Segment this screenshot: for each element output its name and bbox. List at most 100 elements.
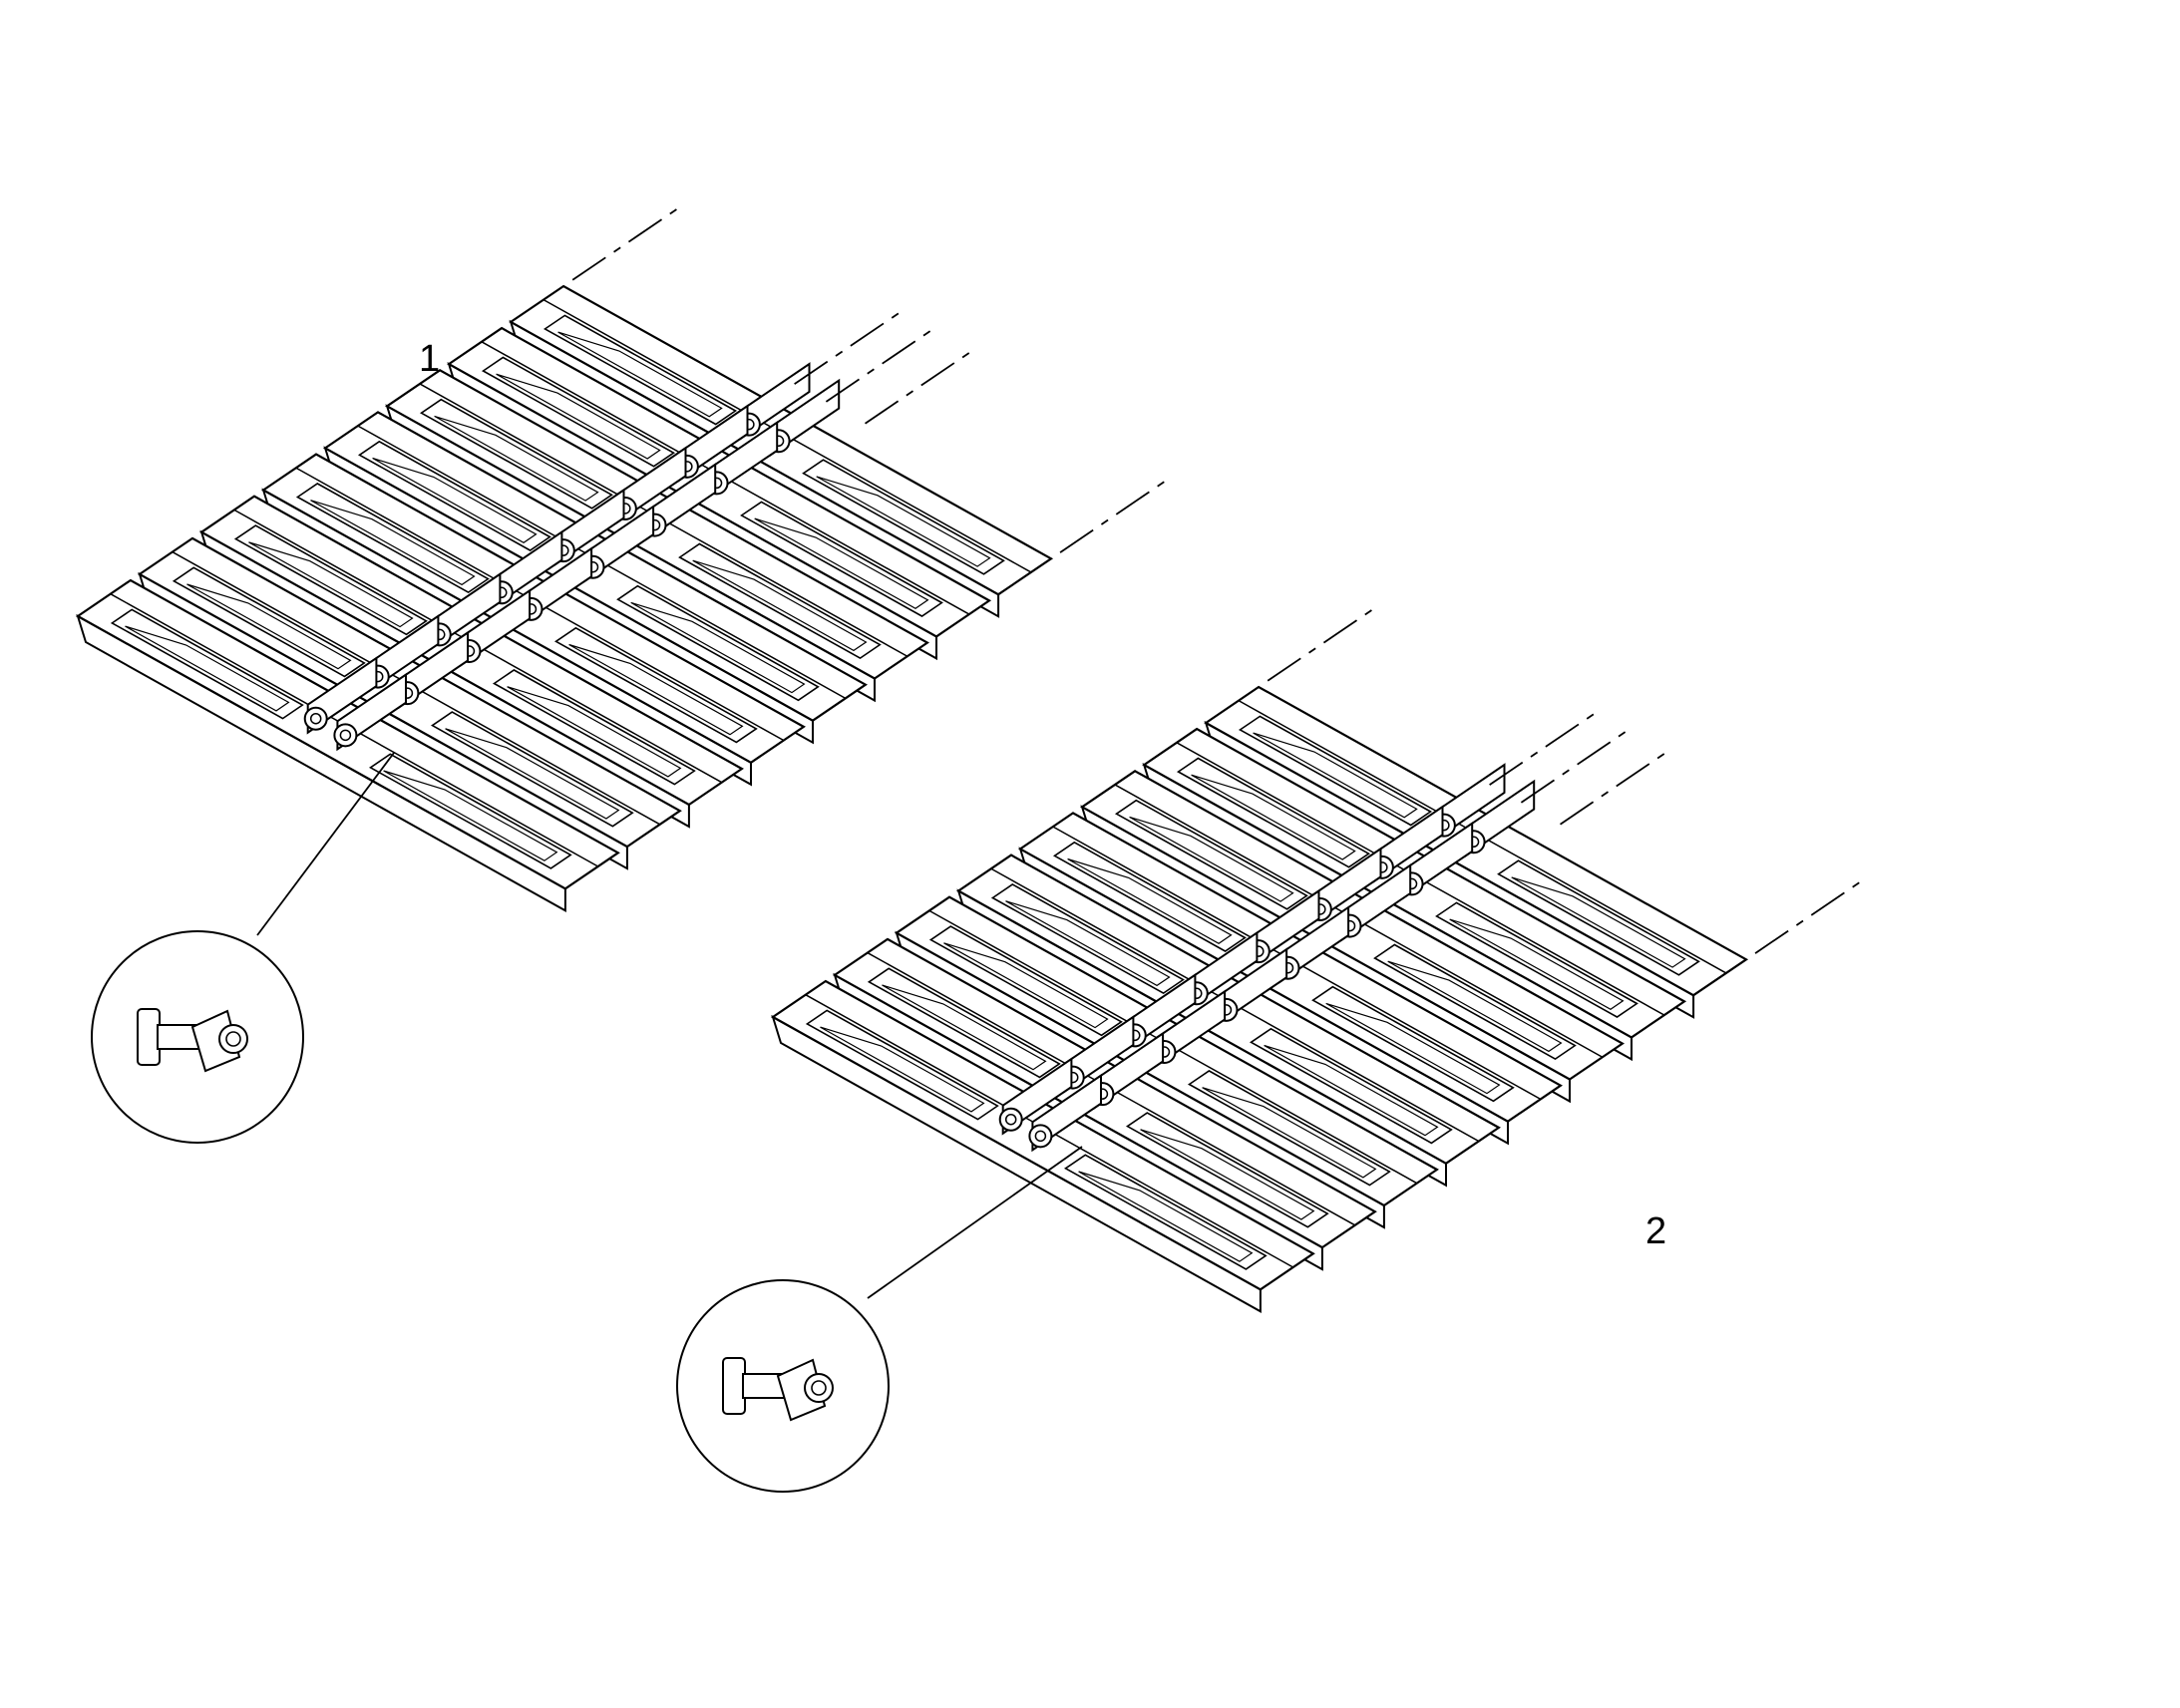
detail-view-2 bbox=[676, 1146, 1083, 1493]
pocket-right bbox=[1063, 1154, 1268, 1270]
pocket-left-inner bbox=[125, 625, 290, 712]
pocket-right bbox=[1435, 901, 1638, 1018]
pocket-left bbox=[172, 566, 366, 678]
pocket-right-inner bbox=[1264, 1044, 1439, 1137]
pocket-right-inner bbox=[507, 686, 682, 778]
pocket-right bbox=[430, 711, 634, 828]
continuation-line bbox=[1520, 729, 1630, 804]
pocket-left bbox=[110, 608, 304, 720]
pocket-right-inner bbox=[1449, 918, 1625, 1011]
continuation-line bbox=[825, 328, 934, 403]
pin bbox=[1034, 1130, 1047, 1143]
chain-link bbox=[1246, 888, 1350, 984]
pocket-left-inner bbox=[882, 984, 1047, 1071]
continuation-line bbox=[1560, 750, 1668, 826]
pocket-right bbox=[1125, 1112, 1329, 1228]
pocket-left bbox=[419, 398, 613, 510]
pocket-left-inner bbox=[496, 373, 661, 460]
pocket-right-inner bbox=[1325, 1002, 1501, 1095]
pin-boss bbox=[333, 723, 358, 748]
pocket-left-inner bbox=[1129, 816, 1294, 902]
pocket-left-inner bbox=[1191, 774, 1356, 860]
pocket-right bbox=[616, 584, 820, 702]
pocket-right-inner bbox=[383, 770, 558, 861]
pocket-left-inner bbox=[248, 541, 414, 628]
pocket-right bbox=[553, 626, 758, 744]
continuation-line bbox=[1489, 711, 1598, 786]
pocket-left bbox=[1238, 715, 1433, 827]
pocket-left-inner bbox=[434, 415, 599, 502]
pocket-right-inner bbox=[1202, 1087, 1377, 1179]
pin-boss bbox=[303, 706, 328, 731]
pocket-left-inner bbox=[186, 583, 352, 670]
callout-label-2: 2 bbox=[1645, 1210, 1666, 1252]
leader-line bbox=[867, 1146, 1083, 1299]
continuation-line bbox=[571, 205, 681, 281]
chain bbox=[303, 362, 841, 752]
pocket-left bbox=[1052, 841, 1247, 952]
pocket-right bbox=[1187, 1070, 1391, 1187]
detail-view-1 bbox=[91, 752, 395, 1144]
pocket-left bbox=[357, 440, 551, 551]
bolt-head bbox=[722, 1357, 746, 1415]
pocket-left bbox=[481, 356, 676, 468]
track-assembly-1 bbox=[75, 205, 1169, 913]
pocket-left bbox=[233, 524, 428, 636]
pocket-right bbox=[492, 669, 696, 786]
pocket-right bbox=[1373, 943, 1577, 1061]
pocket-right bbox=[802, 459, 1005, 575]
pocket-right bbox=[740, 501, 943, 617]
pocket-right-inner bbox=[1511, 876, 1686, 968]
pocket-left bbox=[1114, 799, 1308, 910]
pocket-right bbox=[678, 542, 882, 660]
callout-label-1: 1 bbox=[419, 338, 440, 380]
pin bbox=[309, 712, 322, 725]
pocket-right-inner bbox=[630, 601, 806, 694]
continuation-line bbox=[865, 349, 973, 425]
continuation-line bbox=[1754, 879, 1864, 954]
chain-link bbox=[303, 656, 407, 752]
pocket-right-inner bbox=[816, 476, 991, 567]
continuation-line bbox=[1059, 479, 1169, 553]
pocket-right-inner bbox=[1078, 1171, 1254, 1262]
continuation-line bbox=[794, 310, 903, 385]
nut-hole bbox=[811, 1380, 827, 1396]
pocket-left-inner bbox=[1067, 857, 1233, 945]
pocket-left bbox=[295, 483, 490, 594]
pocket-left bbox=[990, 883, 1185, 995]
pocket-right-inner bbox=[692, 559, 868, 652]
nut-hole bbox=[225, 1031, 241, 1047]
pocket-right bbox=[1249, 1027, 1453, 1145]
pocket-left bbox=[928, 925, 1123, 1037]
nut bbox=[218, 1024, 248, 1054]
track-assembly-2 bbox=[770, 606, 1864, 1314]
pocket-right-inner bbox=[445, 728, 620, 820]
pin bbox=[1004, 1113, 1017, 1126]
pin-boss bbox=[998, 1107, 1023, 1132]
pin-boss bbox=[1028, 1124, 1053, 1149]
pocket-left-inner bbox=[372, 457, 538, 544]
bolt-head bbox=[137, 1008, 161, 1066]
continuation-line bbox=[1267, 606, 1376, 682]
pocket-left-inner bbox=[1005, 900, 1171, 987]
chain-link bbox=[1060, 1015, 1165, 1111]
pocket-left-inner bbox=[820, 1026, 985, 1113]
pocket-left bbox=[543, 314, 738, 426]
pocket-right-inner bbox=[1140, 1129, 1315, 1220]
chain bbox=[998, 763, 1536, 1153]
pocket-right bbox=[1311, 985, 1515, 1103]
nut bbox=[804, 1373, 834, 1403]
pocket-right-inner bbox=[1387, 960, 1563, 1053]
pocket-left-inner bbox=[1253, 732, 1418, 819]
pocket-left bbox=[805, 1009, 999, 1121]
chain-link bbox=[998, 1057, 1102, 1153]
pocket-left bbox=[867, 967, 1061, 1079]
pocket-right bbox=[368, 753, 572, 869]
pocket-left-inner bbox=[310, 500, 476, 586]
leader-line bbox=[256, 752, 395, 936]
pocket-right bbox=[1497, 859, 1700, 976]
pocket-right-inner bbox=[754, 517, 929, 610]
pocket-left-inner bbox=[943, 942, 1109, 1029]
pocket-right-inner bbox=[568, 643, 744, 736]
